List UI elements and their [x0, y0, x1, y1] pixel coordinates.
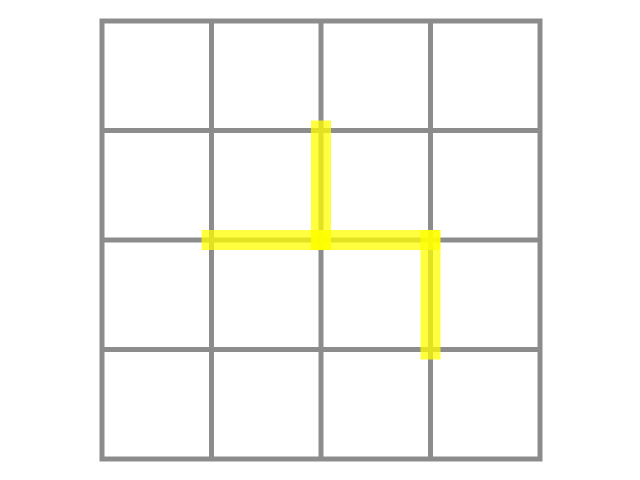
path-segment-0 [311, 120, 331, 250]
path-segment-1 [201, 230, 331, 250]
path-segment-3 [420, 230, 441, 360]
path-segment-2 [311, 230, 441, 250]
drawn-path [201, 120, 441, 360]
